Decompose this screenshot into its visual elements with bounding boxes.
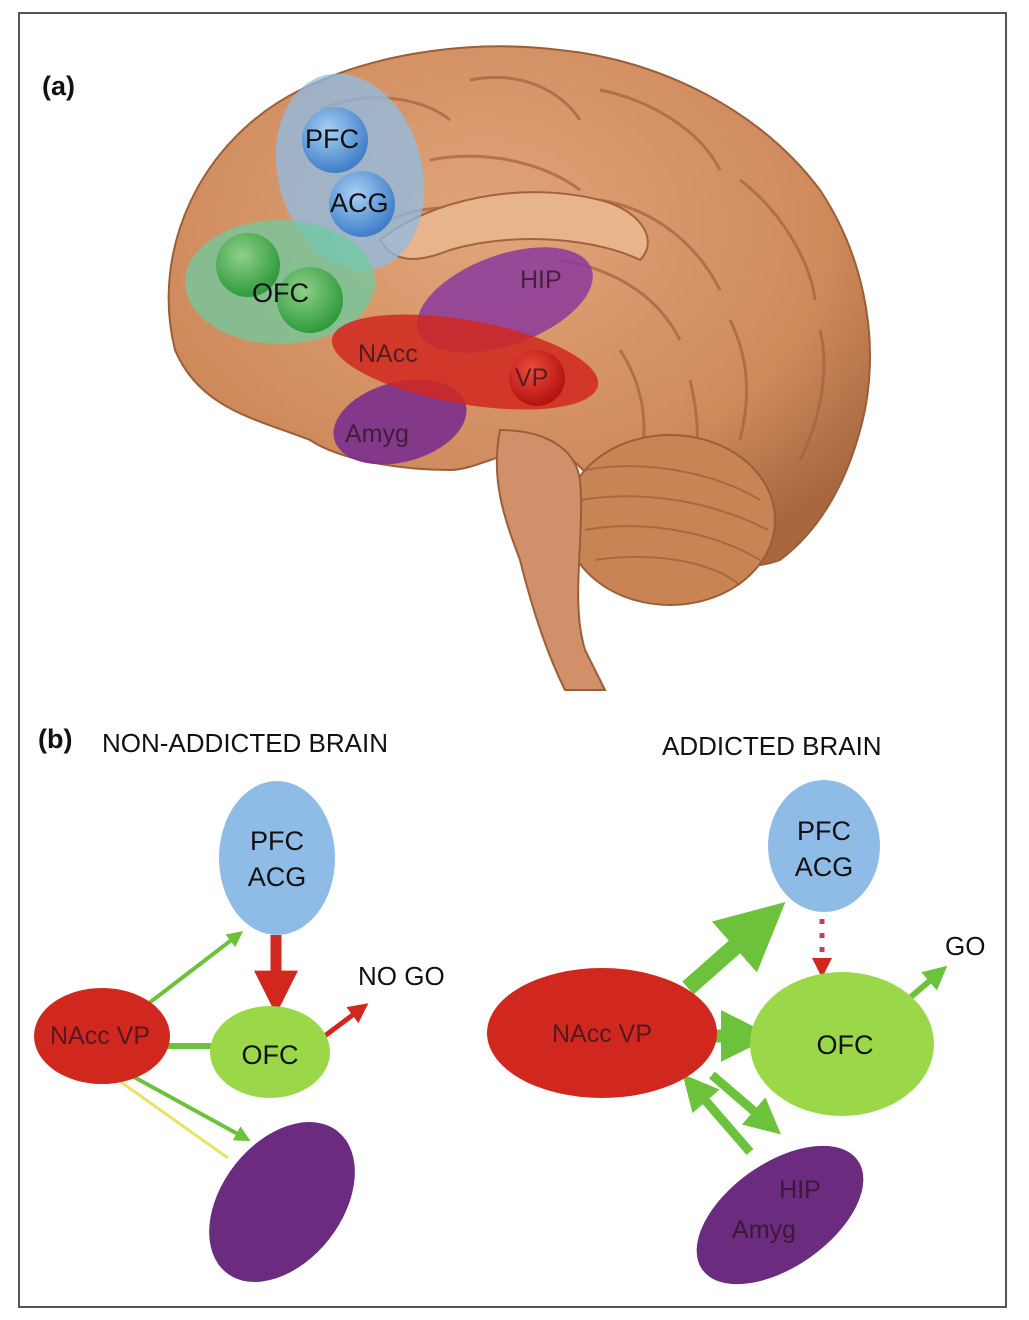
- output-nogo: NO GO: [358, 961, 445, 991]
- arrow-nacc-to-pfc: [138, 931, 244, 1012]
- cerebellum-folia: [579, 465, 769, 586]
- arrow-ofc-to-nogo: [320, 1003, 369, 1040]
- addicted-title: ADDICTED BRAIN: [662, 731, 882, 761]
- ofc-sphere-2: [277, 267, 343, 333]
- arrow-nacc-to-pfc-thick: [682, 901, 786, 995]
- corpus-callosum: [378, 191, 649, 262]
- node-hip-label-addicted: HIP: [779, 1176, 821, 1204]
- node-nacc-vp-label: NAcc VP: [50, 1022, 150, 1050]
- node-nacc-vp: [34, 988, 170, 1084]
- arrow-hip-to-nacc: [682, 1074, 754, 1155]
- vp-sphere: [509, 350, 565, 406]
- node-nacc-vp-label-addicted: NAcc VP: [552, 1020, 652, 1048]
- arrow-nacc-to-amyg: [124, 1070, 251, 1142]
- region-label-pfc: PFC: [305, 124, 359, 154]
- region-label-amyg: Amyg: [345, 420, 409, 448]
- region-label-ofc: OFC: [252, 278, 309, 308]
- ofc-sphere-1: [216, 233, 280, 297]
- output-go: GO: [945, 931, 985, 961]
- node-ofc-addicted: [750, 972, 934, 1116]
- non-addicted-title: NON-ADDICTED BRAIN: [102, 728, 388, 758]
- panel-b-label: (b): [38, 724, 72, 754]
- node-hip-amyg-addicted: [696, 1145, 864, 1285]
- region-label-vp: VP: [515, 364, 548, 392]
- node-pfc-label-addicted: PFC: [797, 816, 851, 846]
- amyg-region: [333, 379, 467, 465]
- node-ofc-label: OFC: [242, 1040, 299, 1070]
- node-pfc-acg-addicted: [768, 780, 880, 912]
- arrow-nacc-to-hip: [709, 1071, 781, 1135]
- node-amyg: [209, 1122, 355, 1282]
- node-acg-label-addicted: ACG: [795, 852, 854, 882]
- acg-sphere: [329, 171, 395, 237]
- node-nacc-vp-addicted: [487, 968, 717, 1098]
- region-label-nacc: NAcc: [358, 340, 418, 368]
- panel-a-label: (a): [42, 71, 75, 101]
- node-ofc-label-addicted: OFC: [817, 1030, 874, 1060]
- region-label-hip: HIP: [520, 266, 562, 294]
- node-pfc-acg: [219, 781, 335, 935]
- yellow-line: [117, 1078, 229, 1160]
- node-pfc-label: PFC: [250, 826, 304, 856]
- node-ofc: [210, 1006, 330, 1098]
- addicted-diagram: PFC ACG NAcc VP OFC GO HIP Amyg: [487, 780, 985, 1285]
- brainstem: [495, 428, 607, 691]
- non-addicted-diagram: PFC ACG NAcc VP OFC NO GO: [34, 781, 445, 1282]
- region-label-acg: ACG: [330, 188, 389, 218]
- cerebellum: [564, 434, 776, 606]
- node-acg-label: ACG: [248, 862, 307, 892]
- pfc-sphere: [302, 107, 368, 173]
- node-amyg-label-addicted: Amyg: [732, 1216, 796, 1244]
